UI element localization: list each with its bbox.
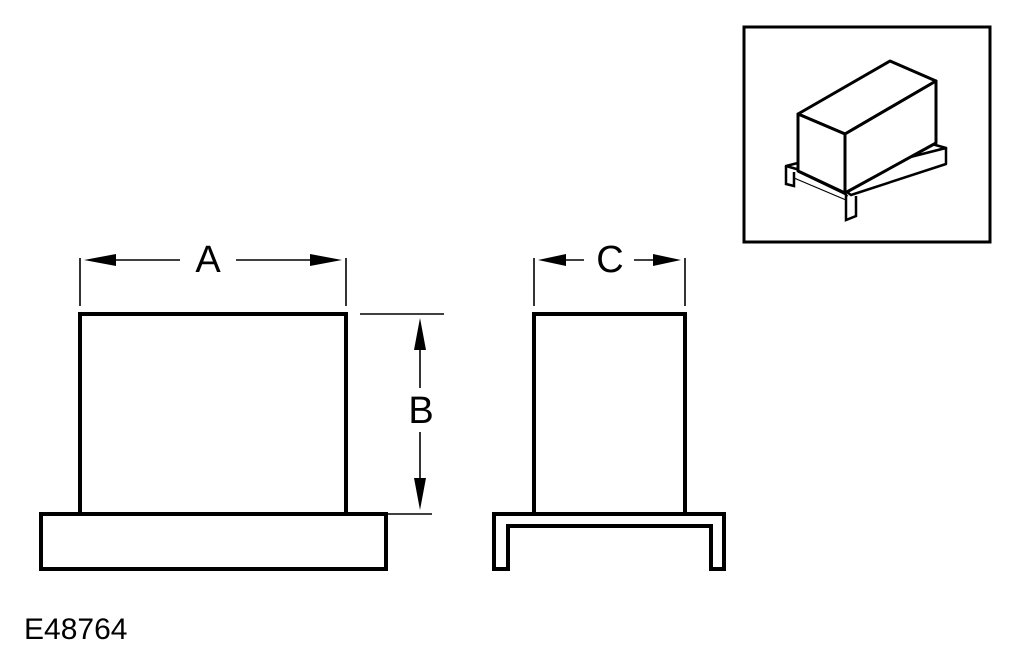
front-view xyxy=(39,312,388,571)
inset-body-right xyxy=(843,79,938,195)
dimension-a: A xyxy=(79,239,347,306)
side-view-bracket xyxy=(492,512,726,571)
dimension-b-arrow-top xyxy=(414,318,426,350)
dimension-b-label: B xyxy=(408,390,433,432)
inset-leg-left xyxy=(784,166,796,188)
dimension-c: C xyxy=(533,239,686,306)
side-view-body xyxy=(532,312,687,514)
side-view xyxy=(492,312,726,571)
dimension-c-arrow-right xyxy=(653,254,681,266)
dimension-c-arrow-left xyxy=(538,254,566,266)
dimension-a-arrow-left xyxy=(84,254,116,266)
dimension-b: B xyxy=(360,313,444,515)
relay-isometric-icon xyxy=(742,25,992,244)
front-view-body xyxy=(78,312,348,514)
dimension-a-arrow-right xyxy=(310,254,342,266)
front-view-base xyxy=(39,512,388,571)
dimension-c-label: C xyxy=(596,239,623,281)
dimension-a-label: A xyxy=(195,239,221,281)
inset-leg-front xyxy=(844,194,858,222)
dimension-b-arrow-bottom xyxy=(414,478,426,510)
figure-id: E48764 xyxy=(24,613,127,646)
inset-frame xyxy=(742,25,992,244)
